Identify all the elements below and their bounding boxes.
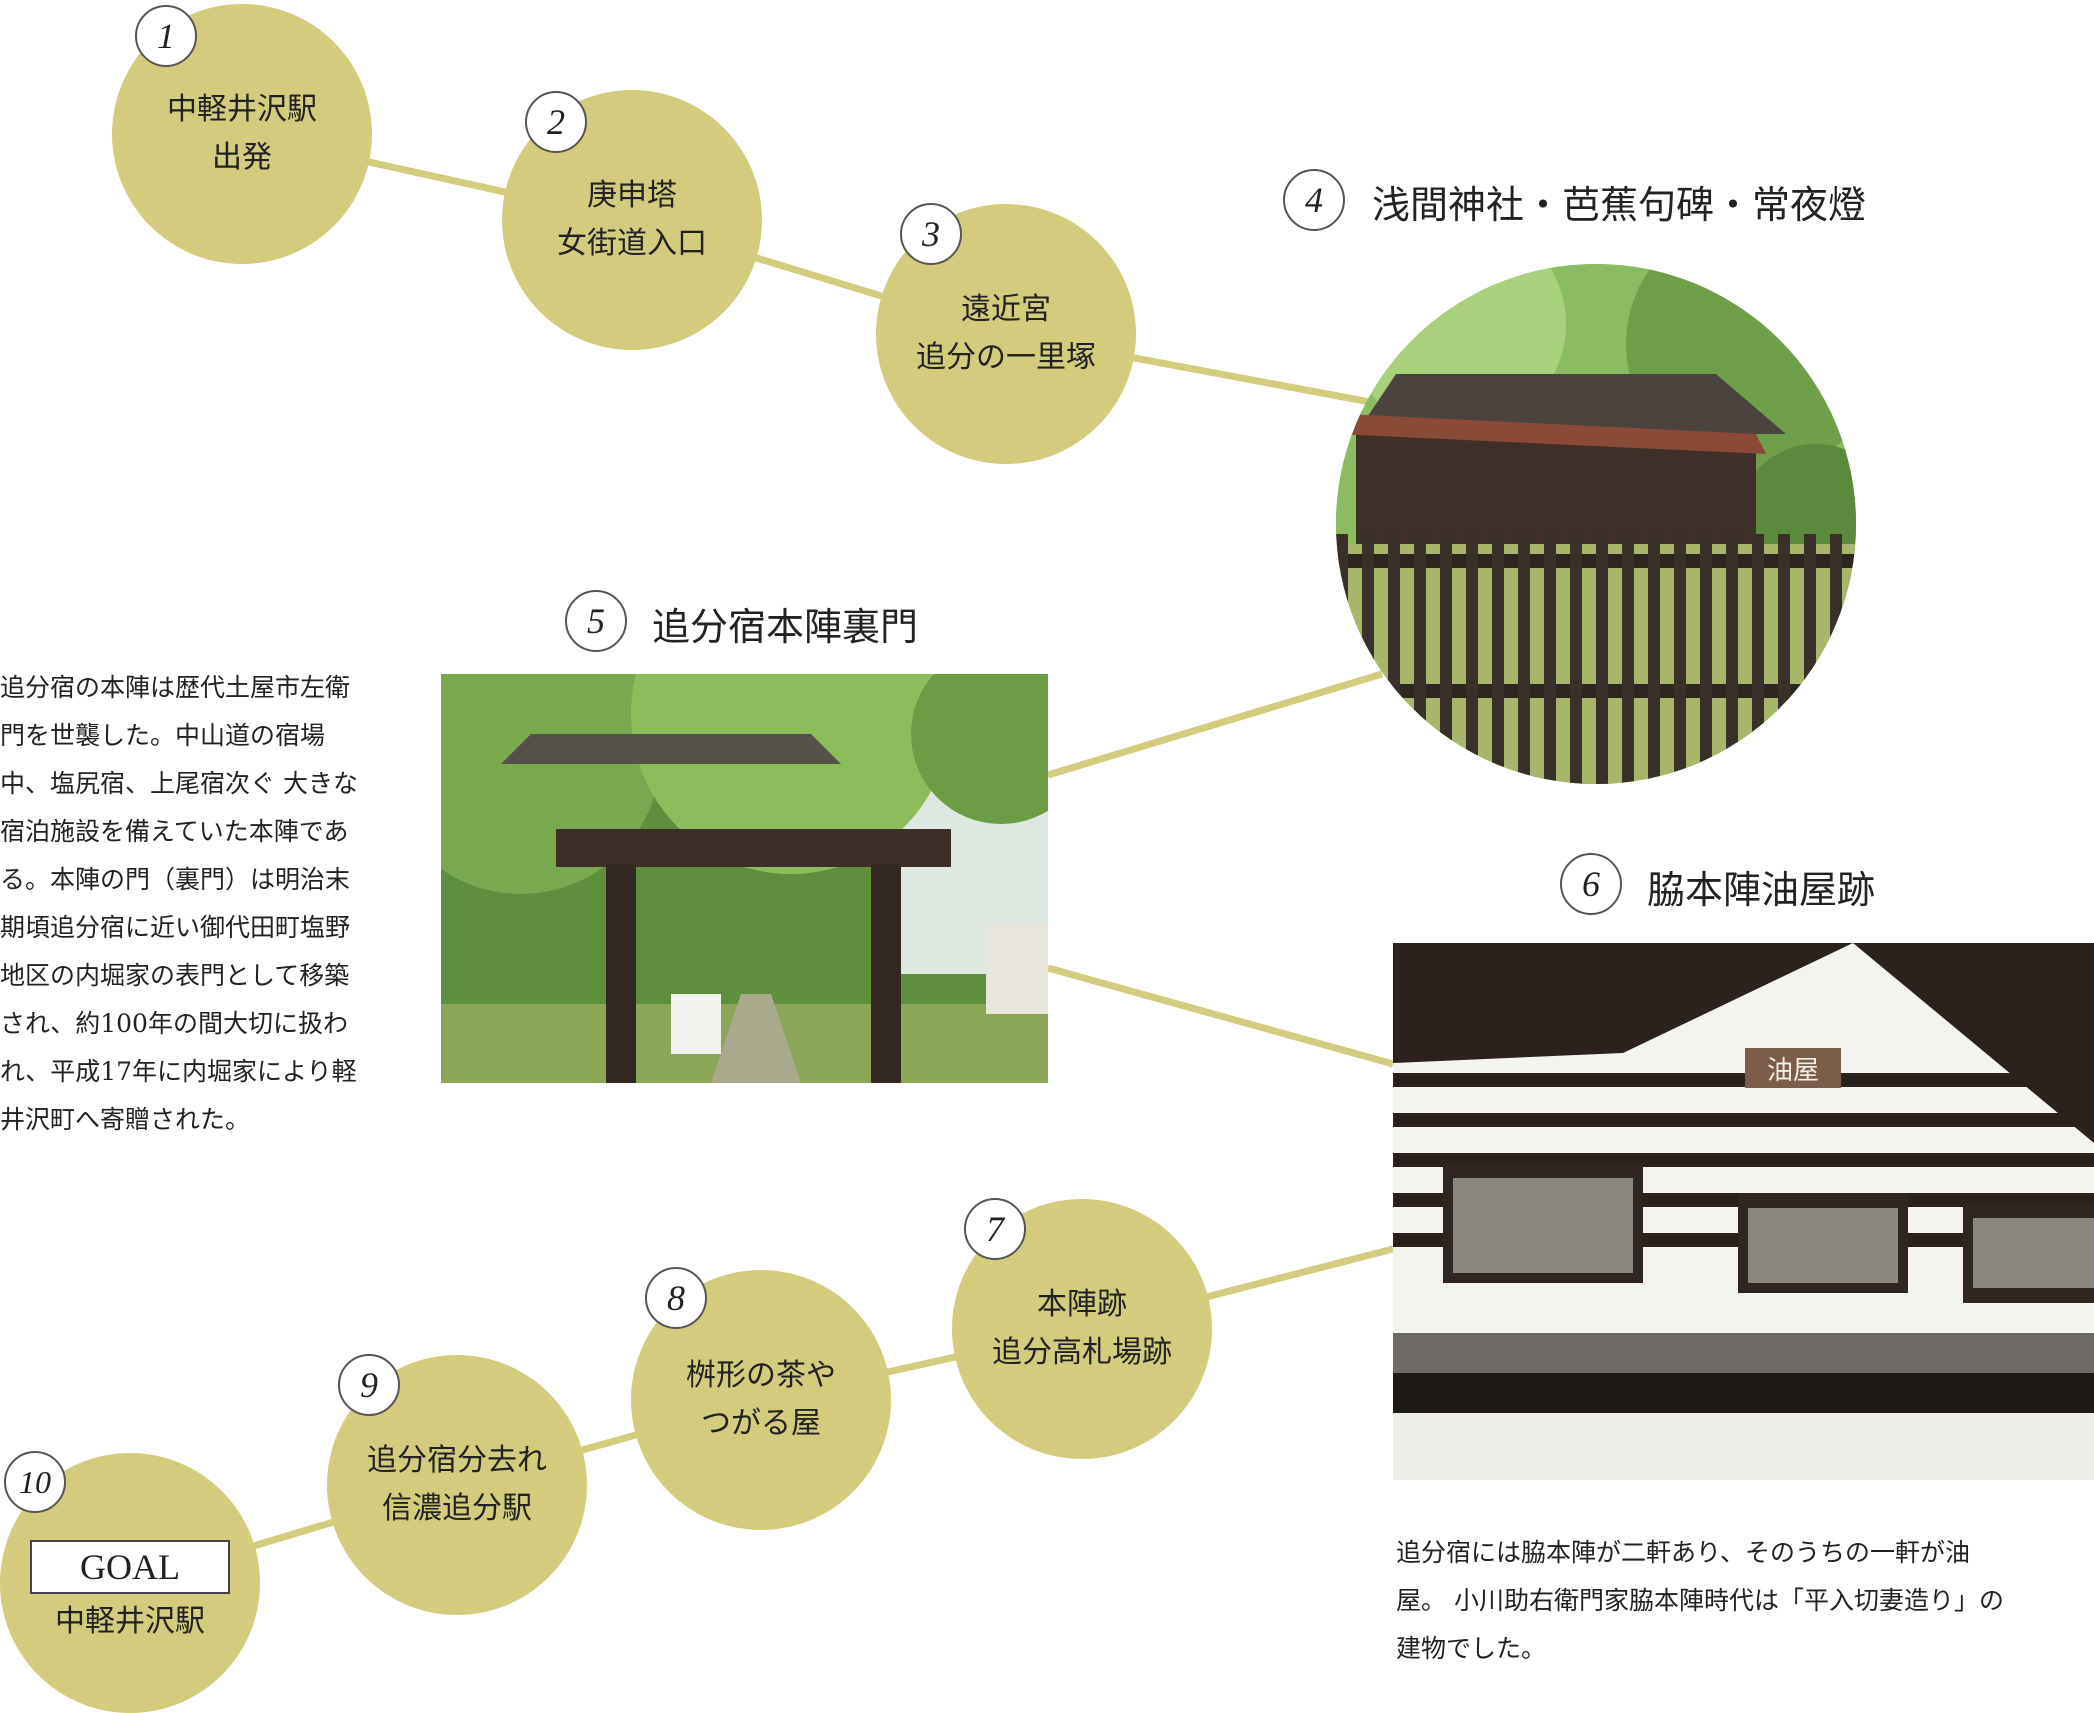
desc-line: 門を世襲した。中山道の宿場 — [0, 721, 326, 750]
stop-6-title: 脇本陣油屋跡 — [1647, 868, 1876, 912]
fence-picket — [1726, 534, 1738, 784]
desc-line: 期頃追分宿に近い御代田町塩野 — [0, 913, 351, 942]
stop-8-line-1: 桝形の茶や — [686, 1358, 836, 1393]
route-line-4-5 — [1046, 670, 1384, 779]
stop-2-line-2: 女街道入口 — [557, 226, 707, 261]
stop-9-line-2: 信濃追分駅 — [382, 1491, 532, 1526]
stop-1-line-1: 中軽井沢駅 — [167, 92, 317, 127]
desc-line: 建物でした。 — [1396, 1634, 1547, 1663]
aburaya-photo: 油屋 — [1393, 943, 2094, 1480]
stop-4-number-badge: 4 — [1283, 169, 1345, 231]
stop-3-number-badge: 3 — [900, 203, 962, 265]
fence-picket — [1648, 534, 1660, 784]
stop-8-number-badge: 8 — [645, 1267, 707, 1329]
fence-picket — [1492, 534, 1504, 784]
stop-5-description: 追分宿の本陣は歴代土屋市左衛 門を世襲した。中山道の宿場 中、塩尻宿、上尾宿次ぐ… — [0, 664, 410, 1144]
stop-7-line-2: 追分高札場跡 — [992, 1335, 1172, 1370]
stop-6-description: 追分宿には脇本陣が二軒あり、そのうちの一軒が油 屋。 小川助右衛門家脇本陣時代は… — [1396, 1529, 2094, 1673]
desc-line: 追分宿には脇本陣が二軒あり、そのうちの一軒が油 — [1396, 1538, 1971, 1567]
stop-9-number-badge: 9 — [338, 1354, 400, 1416]
fence-picket — [1700, 534, 1712, 784]
desc-line: 井沢町へ寄贈された。 — [0, 1105, 251, 1134]
goal-label: GOAL — [30, 1540, 230, 1594]
desc-line: 中、塩尻宿、上尾宿次ぐ 大きな — [0, 769, 358, 798]
desc-line: 宿泊施設を備えていた本陣であ — [0, 817, 349, 846]
desc-line: 地区の内堀家の表門として移築 — [0, 961, 350, 990]
stop-8-line-2: つがる屋 — [701, 1406, 821, 1441]
desc-line: る。本陣の門（裏門）は明治末 — [0, 865, 351, 894]
desc-line: 追分宿の本陣は歴代土屋市左衛 — [0, 673, 351, 702]
stop-3-line-1: 遠近宮 — [961, 292, 1051, 327]
fence-picket — [1440, 534, 1452, 784]
stop-5-title: 追分宿本陣裏門 — [652, 605, 919, 649]
stop-3-line-2: 追分の一里塚 — [916, 340, 1096, 375]
stop-10-line-1: 中軽井沢駅 — [55, 1604, 205, 1639]
fence-picket — [1674, 534, 1686, 784]
fence-picket — [1752, 534, 1764, 784]
aburaya-sign: 油屋 — [1766, 1055, 1819, 1086]
stop-9[interactable]: 追分宿分去れ 信濃追分駅 — [327, 1355, 587, 1615]
stop-10-number-badge: 10 — [4, 1451, 66, 1513]
stop-4-title: 浅間神社・芭蕉句碑・常夜燈 — [1372, 183, 1867, 227]
fence-picket — [1466, 534, 1478, 784]
fence-picket — [1518, 534, 1530, 784]
fence-picket — [1596, 534, 1608, 784]
stop-7-line-1: 本陣跡 — [1037, 1287, 1127, 1322]
shrine-photo — [1336, 264, 1856, 784]
fence-picket — [1570, 534, 1582, 784]
desc-line: れ、平成17年に内堀家により軽 — [0, 1057, 357, 1086]
stop-10-goal[interactable]: GOAL 中軽井沢駅 — [0, 1453, 260, 1713]
stop-5-number-badge: 5 — [565, 590, 627, 652]
desc-line: 屋。 小川助右衛門家脇本陣時代は「平入切妻造り」の — [1396, 1586, 2004, 1615]
fence-picket — [1544, 534, 1556, 784]
stop-6-number-badge: 6 — [1560, 853, 1622, 915]
stop-2-number-badge: 2 — [525, 91, 587, 153]
desc-line: され、約100年の間大切に扱わ — [0, 1009, 348, 1038]
route-line-5-6 — [1047, 964, 1394, 1068]
fence-picket — [1622, 534, 1634, 784]
stop-9-line-1: 追分宿分去れ — [367, 1443, 547, 1478]
stop-1-number-badge: 1 — [135, 5, 197, 67]
stop-7-number-badge: 7 — [964, 1198, 1026, 1260]
stop-1-line-2: 出発 — [212, 140, 272, 175]
stop-2-line-1: 庚申塔 — [587, 178, 677, 213]
gate-photo — [441, 674, 1048, 1083]
